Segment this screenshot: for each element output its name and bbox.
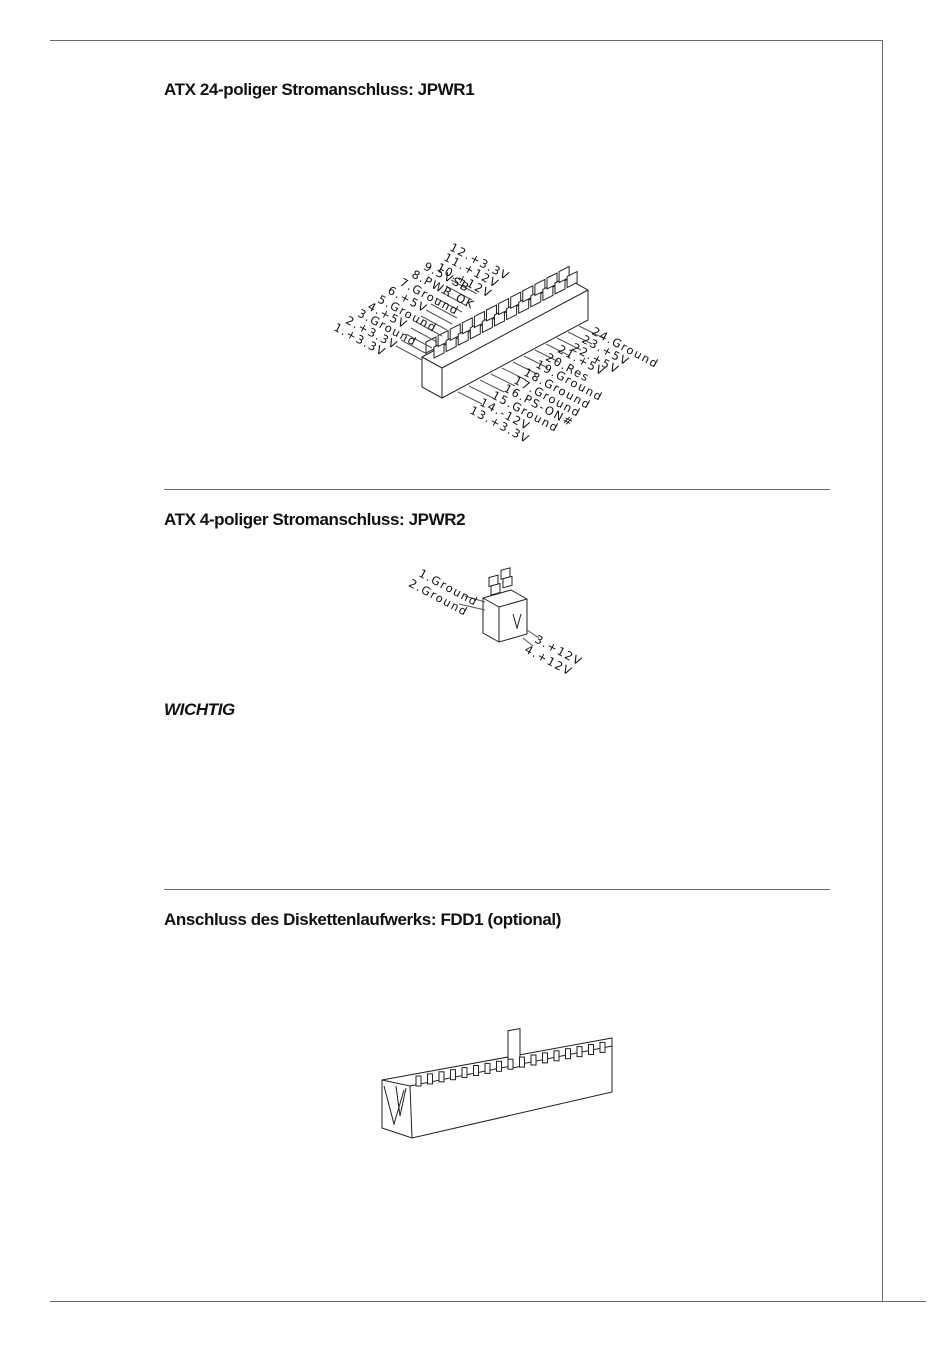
- jpwr1-leader-line: [400, 339, 428, 355]
- jpwr2-connector-drawing: [458, 567, 540, 647]
- fdd1-pin: [553, 1050, 560, 1062]
- jpwr1-leader-line: [523, 355, 549, 369]
- fdd1-pin: [496, 1060, 502, 1072]
- jpwr1-leader-line: [567, 331, 593, 345]
- fdd1-pin: [565, 1048, 571, 1060]
- fdd1-pin: [461, 1067, 468, 1079]
- jpwr2-connector-figure: 1.Ground 2.Ground 3.+12V 4.+12V: [405, 562, 605, 682]
- fdd1-pin: [519, 1056, 525, 1068]
- fdd1-connector-figure: [370, 1020, 630, 1150]
- fdd1-pin: [599, 1041, 606, 1053]
- jpwr1-leader-line: [450, 279, 478, 295]
- bottom-rule: [50, 1301, 926, 1302]
- fdd1-pin: [542, 1052, 548, 1064]
- jpwr1-leader-line: [430, 303, 458, 319]
- fdd1-pin: [415, 1075, 422, 1087]
- jpwr1-leader-line: [512, 361, 538, 375]
- jpwr1-leader-line: [545, 343, 571, 357]
- jpwr1-leader-line: [479, 379, 505, 393]
- section-divider-1: [164, 489, 830, 490]
- fdd1-pin: [473, 1065, 479, 1076]
- fdd1-connector-drawing: [381, 1027, 613, 1139]
- jpwr1-leader-line: [435, 297, 463, 313]
- right-margin-rule: [882, 40, 883, 1302]
- jpwr1-leader-line: [420, 315, 448, 331]
- jpwr2-title: ATX 4-poliger Stromanschluss: JPWR2: [164, 510, 466, 529]
- jpwr1-leader-line: [410, 327, 438, 343]
- jpwr1-connector-drawing: [395, 265, 604, 405]
- jpwr1-leader-line: [468, 385, 494, 399]
- fdd1-pin: [576, 1046, 583, 1058]
- jpwr1-leader-line: [534, 349, 560, 363]
- section-divider-2: [164, 889, 830, 890]
- fdd1-pin: [484, 1062, 491, 1074]
- fdd1-pin: [507, 1058, 514, 1070]
- jpwr1-leader-line: [556, 337, 582, 351]
- fdd1-pin: [588, 1044, 594, 1055]
- jpwr1-leader-line: [445, 285, 473, 301]
- jpwr1-leader-line: [501, 367, 527, 381]
- jpwr1-connector-figure: 12.+3.3V 11.+12V 10.+12V 9.5VSB 8.PWR OK…: [330, 232, 670, 446]
- jpwr1-leader-line: [578, 325, 604, 339]
- fdd1-pin: [438, 1071, 445, 1083]
- jpwr1-leader-line: [490, 373, 516, 387]
- fdd1-pin: [530, 1054, 537, 1066]
- jpwr1-leader-line: [415, 321, 443, 337]
- fdd1-pin: [450, 1069, 456, 1081]
- top-rule: [50, 40, 882, 41]
- jpwr1-leader-line: [440, 291, 468, 307]
- fdd1-title: Anschluss des Diskettenlaufwerks: FDD1 (…: [164, 910, 561, 929]
- jpwr1-leader-line: [405, 333, 433, 349]
- jpwr1-leader-line: [425, 309, 453, 325]
- jpwr1-title: ATX 24-poliger Stromanschluss: JPWR1: [164, 80, 475, 99]
- fdd1-pin: [427, 1073, 433, 1085]
- jpwr1-pin-socket: [566, 270, 578, 289]
- jpwr1-leader-line: [457, 391, 483, 405]
- important-title: WICHTIG: [164, 700, 235, 719]
- jpwr1-leader-line: [395, 345, 423, 361]
